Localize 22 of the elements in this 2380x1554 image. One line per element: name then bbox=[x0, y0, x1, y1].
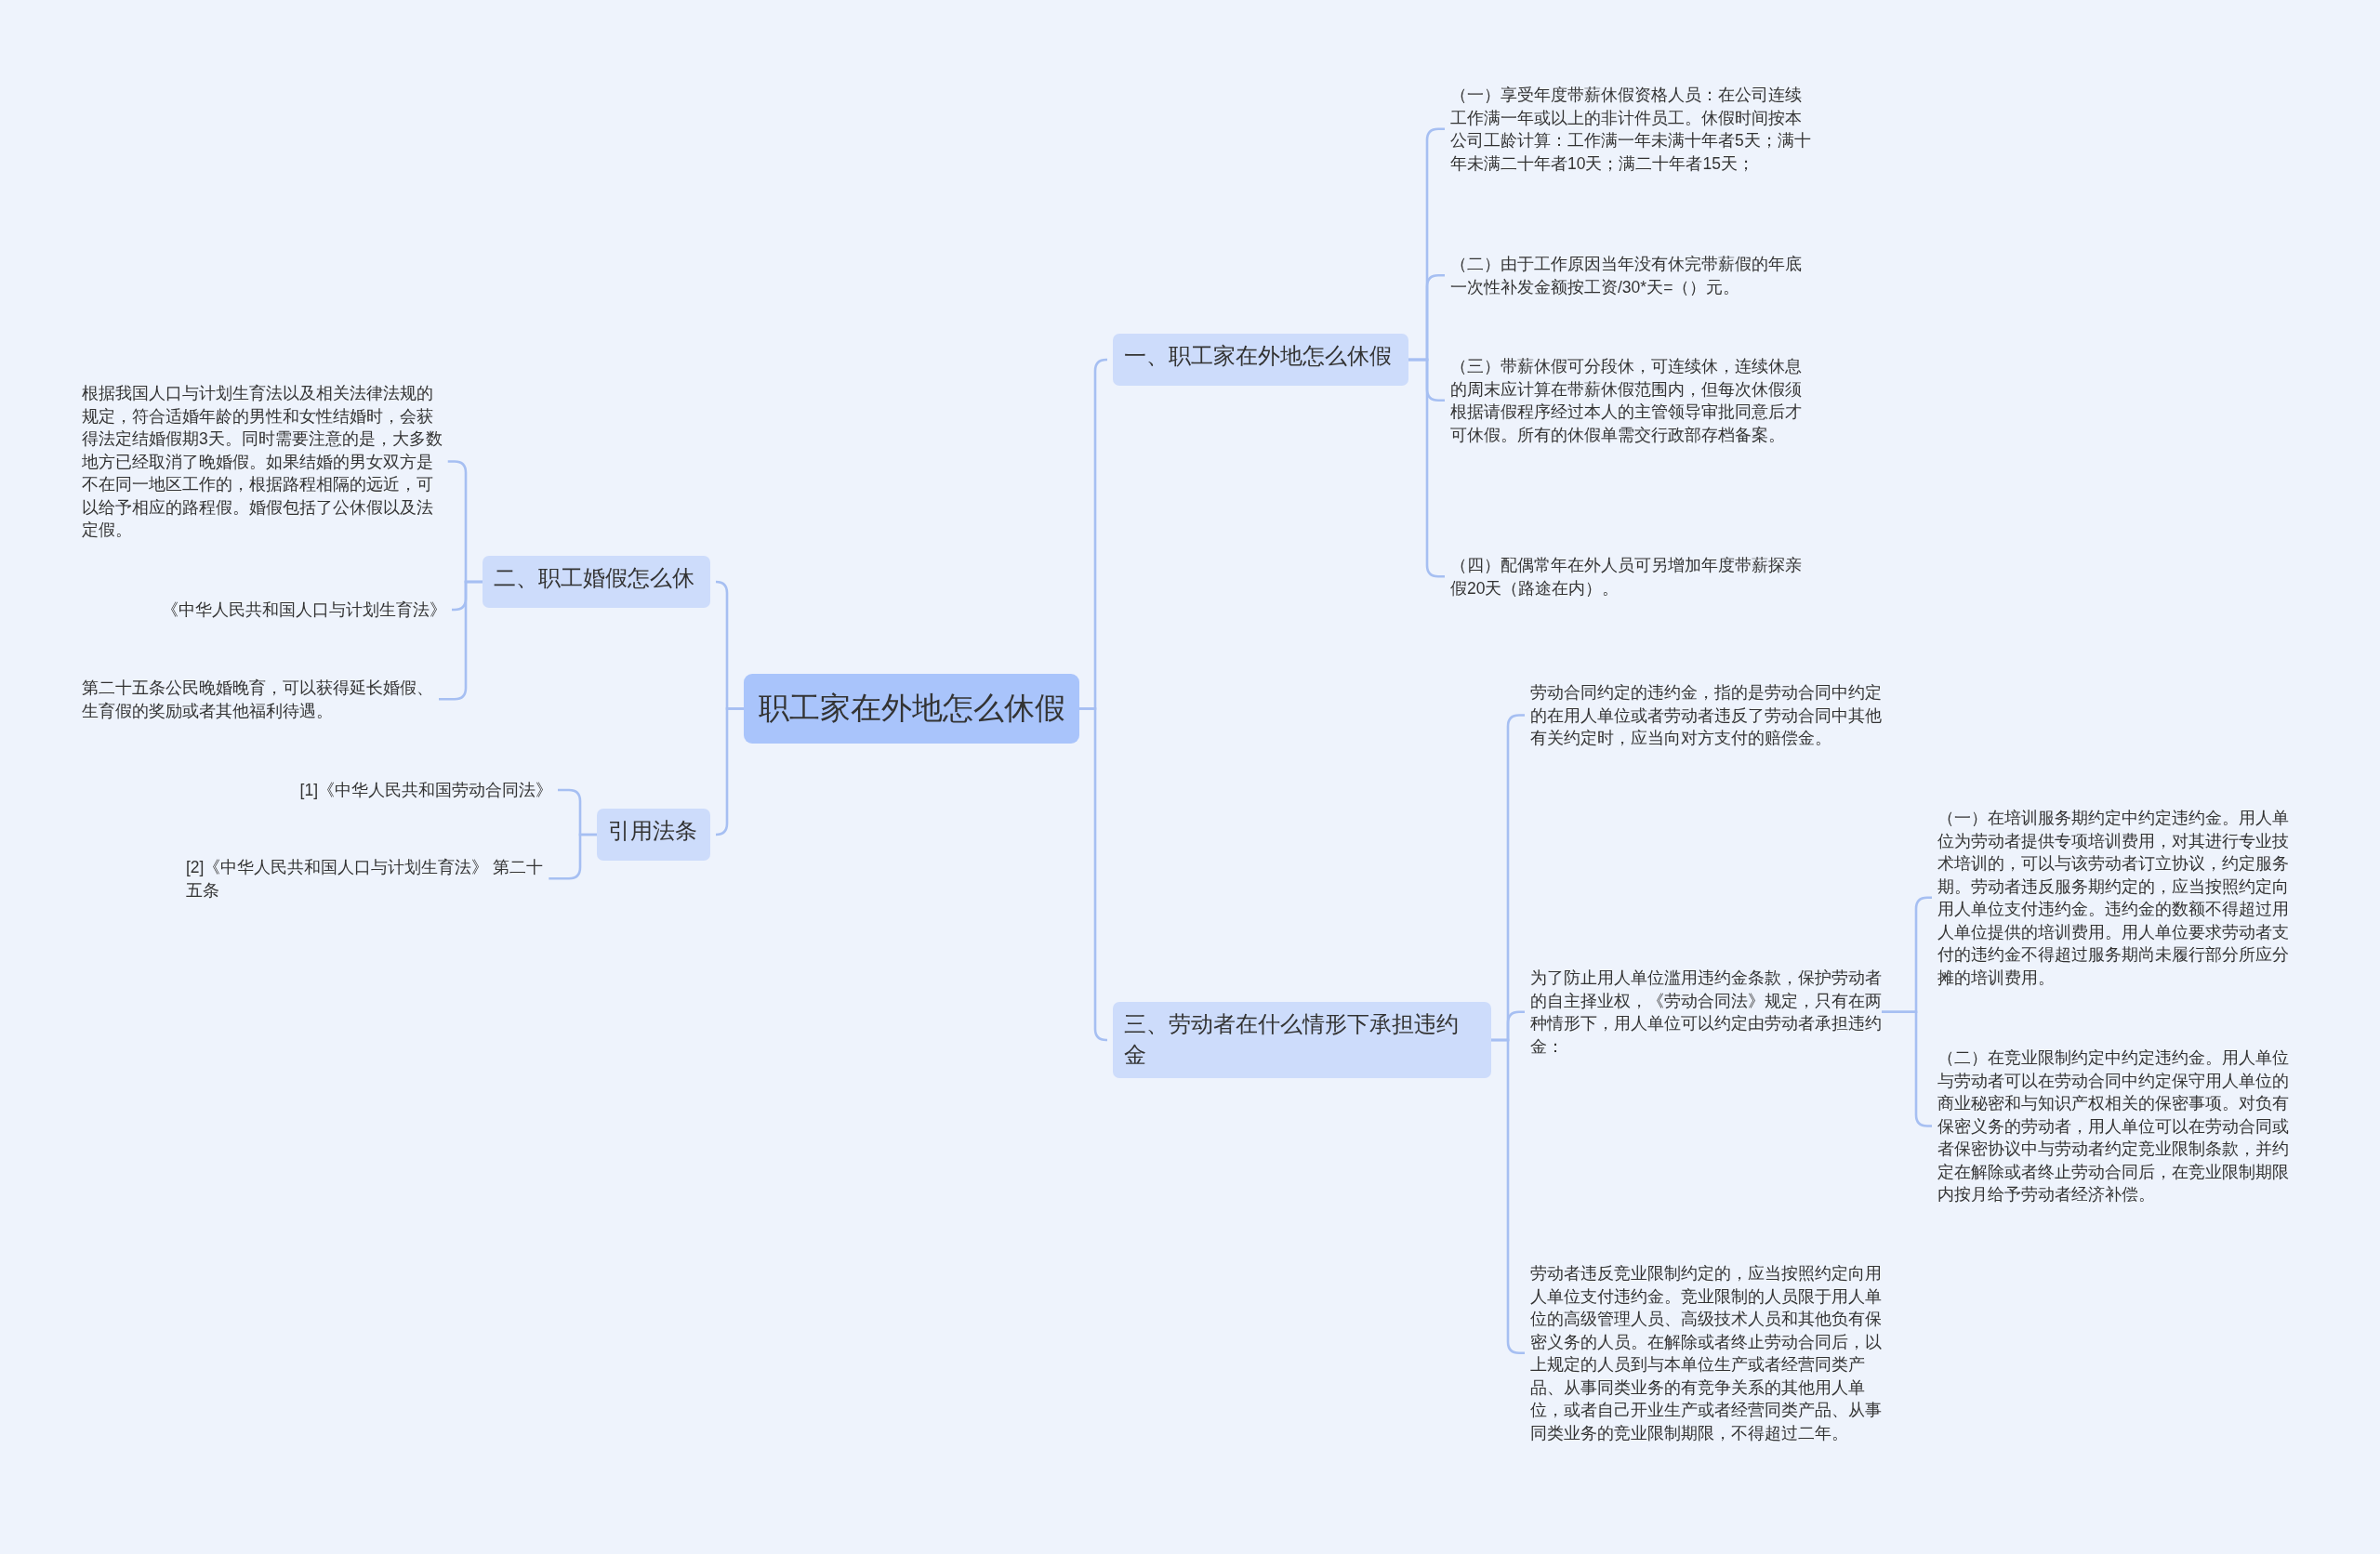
note-text: 劳动者违反竞业限制约定的，应当按照约定向用人单位支付违约金。竞业限制的人员限于用人单位的高级管理人员、高级技术人员和其他负有保密义务的人员。在解除或者终止劳动合同后，以上规定的人员到与本单位生产或者经营同类产品、从事同类业务的有竞争关系的其他用人单位，或者自己开业生产或者经营同类产品、从事同类业务的竞业限制期限，不得超过二年。 bbox=[1530, 1262, 1895, 1444]
branch-topic-box: 三、劳动者在什么情形下承担违约金 bbox=[1113, 1002, 1491, 1078]
central-topic-box: 职工家在外地怎么休假 bbox=[744, 674, 1079, 744]
branch-topic-box: 引用法条 bbox=[597, 809, 710, 861]
branch-topic-box: 一、职工家在外地怎么休假 bbox=[1113, 334, 1408, 386]
note-text: 《中华人民共和国人口与计划生育法》 bbox=[82, 599, 446, 622]
note-text: （四）配偶常年在外人员可另增加年度带薪探亲假20天（路途在内）。 bbox=[1450, 554, 1818, 599]
connector-line bbox=[714, 707, 744, 836]
note-text: （二）由于工作原因当年没有休完带薪假的年底一次性补发金额按工资/30*天=（）元。 bbox=[1450, 253, 1818, 298]
note-text: [2]《中华人民共和国人口与计划生育法》 第二十五条 bbox=[186, 856, 552, 902]
connector-line bbox=[549, 833, 597, 880]
branch-topic-box: 二、职工婚假怎么休 bbox=[483, 556, 710, 608]
note-text: （三）带薪休假可分段休，可连续休，连续休息的周末应计算在带薪休假范围内，但每次休假须根据请假程序经过本人的主管领导审批同意后才可休假。所有的休假单需交行政部存档备案。 bbox=[1450, 355, 1818, 446]
note-text: （一）在培训服务期约定中约定违约金。用人单位为劳动者提供专项培训费用，对其进行专业技术培训的，可以与该劳动者订立协议，约定服务期。劳动者违反服务期约定的，应当按照约定向用人单位支付违约金。违约金的数额不得超过用人单位提供的培训费用。用人单位要求劳动者支付的违约金不得超过服务期尚未履行部分所应分摊的培训费用。 bbox=[1937, 807, 2302, 989]
note-text: （二）在竞业限制约定中约定违约金。用人单位与劳动者可以在劳动合同中约定保守用人单位的商业秘密和与知识产权相关的保密事项。对负有保密义务的劳动者，用人单位可以在劳动合同或者保密协议中与劳动者约定竞业限制条款，并约定在解除或者终止劳动合同后，在竞业限制期限内按月给予劳动者经济补偿。 bbox=[1937, 1047, 2302, 1206]
note-text: 第二十五条公民晚婚晚育，可以获得延长婚假、生育假的奖励或者其他福利待遇。 bbox=[82, 677, 446, 722]
note-text: 为了防止用人单位滥用违约金条款，保护劳动者的自主择业权，《劳动合同法》规定，只有在两种情形下，用人单位可以约定由劳动者承担违约金： bbox=[1530, 967, 1895, 1058]
connector-line bbox=[1079, 707, 1108, 1042]
note-text: 劳动合同约定的违约金，指的是劳动合同中约定的在用人单位或者劳动者违反了劳动合同中其他有关约定时，应当向对方支付的赔偿金。 bbox=[1530, 681, 1895, 750]
note-text: 根据我国人口与计划生育法以及相关法律法规的规定，符合适婚年龄的男性和女性结婚时，会获得法定结婚假期3天。同时需要注意的是，大多数地方已经取消了晚婚假。如果结婚的男女双方是不在同一地区工作的，根据路程相隔的远近，可以给予相应的路程假。婚假包括了公休假以及法定假。 bbox=[82, 382, 446, 542]
note-text: [1]《中华人民共和国劳动合同法》 bbox=[186, 779, 552, 802]
note-text: （一）享受年度带薪休假资格人员：在公司连续工作满一年或以上的非计件员工。休假时间按本公司工龄计算：工作满一年未满十年者5天；满十年未满二十年者10天；满二十年者15天； bbox=[1450, 84, 1818, 175]
